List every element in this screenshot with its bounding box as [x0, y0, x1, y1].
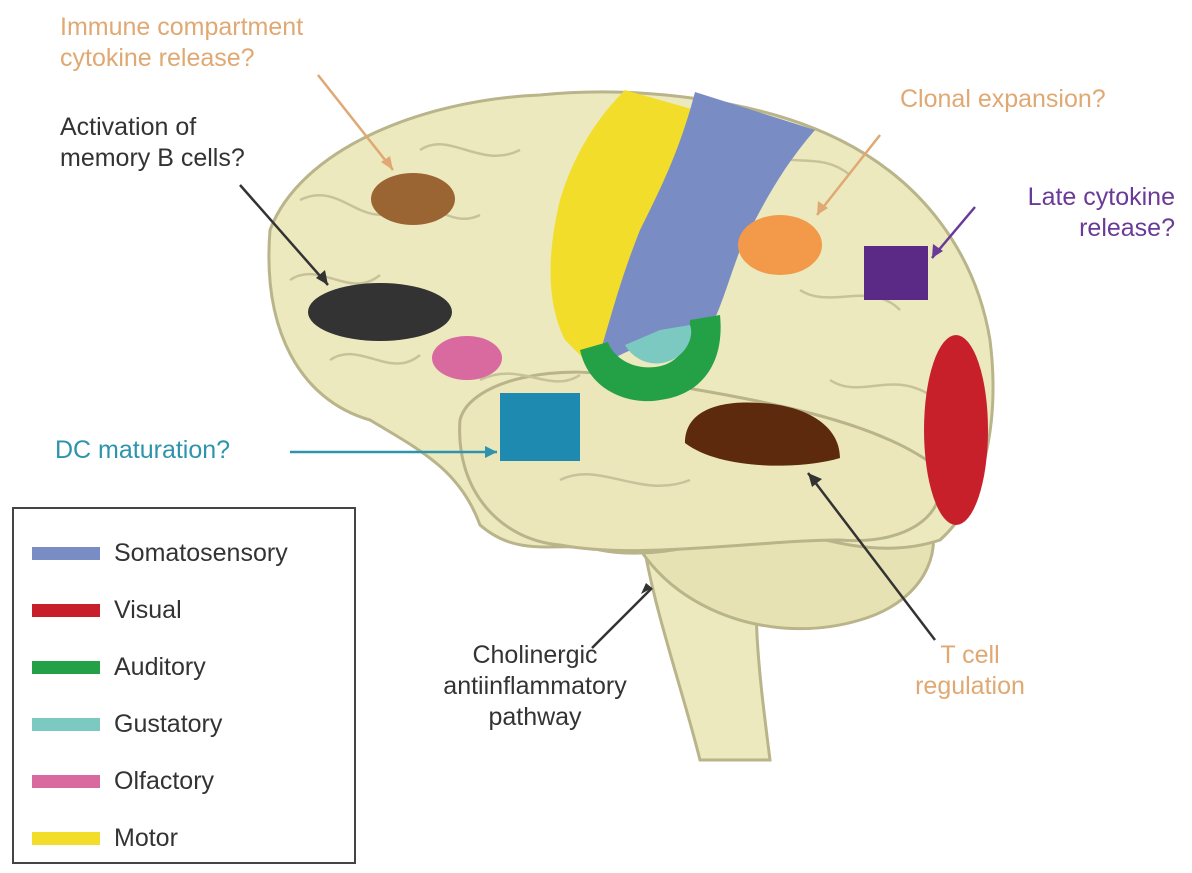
visual-region — [924, 335, 988, 525]
legend-item: Visual — [32, 590, 182, 630]
memory-b-cell-site — [308, 283, 452, 341]
clonal-expansion-label: Clonal expansion? — [900, 84, 1106, 115]
legend-label: Somatosensory — [114, 539, 288, 568]
legend-label: Olfactory — [114, 767, 214, 796]
legend-swatch — [32, 832, 100, 845]
dc-maturation-label: DC maturation? — [55, 435, 230, 466]
legend: Somatosensory Visual Auditory Gustatory … — [12, 507, 356, 864]
memory-b-cells-label: Activation of memory B cells? — [60, 112, 245, 174]
legend-swatch — [32, 604, 100, 617]
legend-item: Auditory — [32, 647, 206, 687]
legend-label: Motor — [114, 824, 178, 853]
cholinergic-label: Cholinergic antiinflammatory pathway — [420, 640, 650, 733]
legend-label: Visual — [114, 596, 182, 625]
legend-item: Motor — [32, 818, 178, 858]
olfactory-region — [432, 336, 502, 380]
legend-item: Somatosensory — [32, 533, 288, 573]
legend-swatch — [32, 661, 100, 674]
legend-swatch — [32, 775, 100, 788]
legend-label: Gustatory — [114, 710, 222, 739]
legend-swatch — [32, 718, 100, 731]
immune-cytokine-label: Immune compartment cytokine release? — [60, 12, 303, 74]
legend-label: Auditory — [114, 653, 206, 682]
legend-item: Gustatory — [32, 704, 222, 744]
immune-cytokine-site — [371, 173, 455, 225]
late-cytokine-site — [864, 246, 928, 300]
legend-item: Olfactory — [32, 761, 214, 801]
clonal-expansion-site — [738, 215, 822, 275]
dc-maturation-site — [500, 393, 580, 461]
late-cytokine-label: Late cytokine release? — [975, 182, 1175, 244]
legend-swatch — [32, 547, 100, 560]
t-cell-regulation-label: T cell regulation — [880, 640, 1060, 702]
